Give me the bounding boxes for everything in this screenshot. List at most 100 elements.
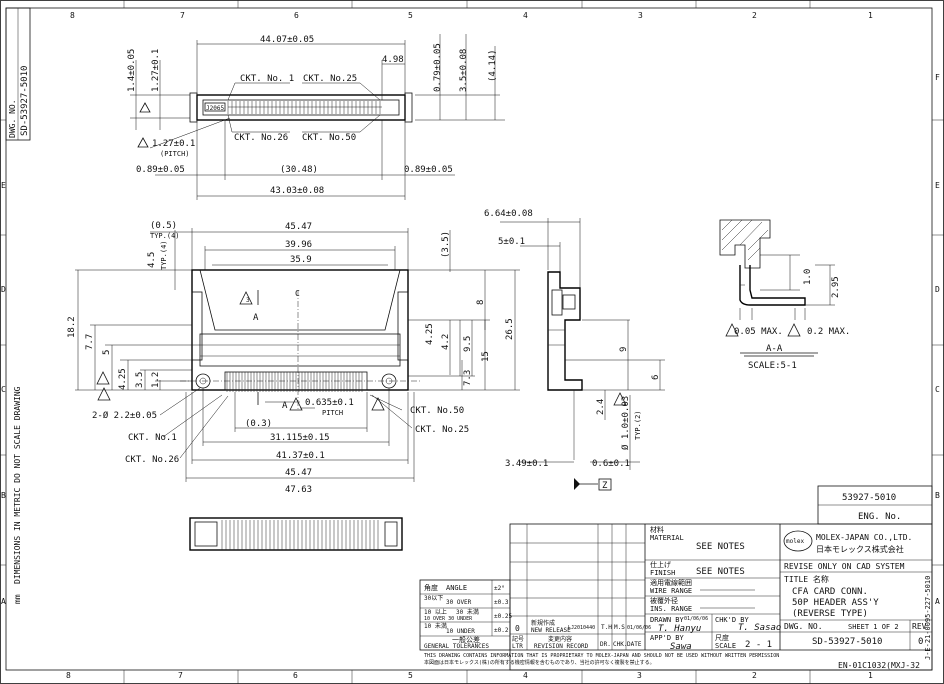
dim-31-115: 31.115±0.15	[270, 433, 330, 443]
datum-z-box	[598, 478, 612, 491]
dim-0-6: 0.6±0.1	[592, 459, 630, 469]
dim-45-47-top: 45.47	[285, 222, 312, 232]
label-ckt1-front: CKT. No.1	[128, 433, 177, 443]
dim-pitch-val: 1.27±0.1	[152, 139, 195, 149]
dim-4-2: 4.2	[441, 334, 451, 350]
dim-47-63: 47.63	[285, 485, 312, 495]
dim-0-3: (0.3)	[245, 419, 272, 429]
section-mark-a2: A	[282, 401, 288, 411]
dim-3-5v: (3.5)	[441, 231, 451, 258]
zone-bot-6: 6	[293, 671, 298, 680]
tb-rec-date: 01/06/06	[627, 625, 651, 631]
side-mm-label: mm	[13, 594, 22, 604]
tb-drawn-date: 01/06/06	[684, 616, 708, 622]
zone-left-E: E	[1, 181, 6, 190]
tb-r3: 10 UNDER	[446, 628, 475, 635]
inner-border	[5, 7, 933, 671]
dim-5: 5	[102, 350, 112, 355]
tb-rec-desc: NEW RELEASE	[531, 627, 571, 634]
dim-hole: 2-Ø 2.2±0.05	[92, 410, 157, 421]
dim-1-0-side: Ø 1.0±0.03	[620, 396, 631, 450]
dim-6-side: 6	[651, 375, 661, 380]
dim-pitch-label: (PITCH)	[160, 150, 190, 158]
zone-left-D: D	[1, 285, 6, 294]
top-view	[130, 34, 505, 200]
dim-4-5: 4.5	[147, 252, 157, 268]
label-ckt25-top: CKT. No.25	[303, 74, 357, 84]
dim-41-37: 41.37±0.1	[276, 451, 325, 461]
dim-4-25a: 4.25	[118, 368, 128, 390]
dim-15: 15	[481, 351, 491, 362]
dim-0-89b: 0.89±0.05	[404, 165, 453, 175]
dim-30-48: (30.48)	[280, 165, 318, 175]
tb-angle-jp: 角度	[424, 583, 438, 592]
zone-bot-1: 1	[868, 671, 873, 680]
section-a-a	[719, 219, 835, 357]
tb-rec-ck: M.S	[614, 624, 625, 631]
bottom-view	[189, 517, 403, 551]
zone-right-C: C	[935, 385, 940, 394]
tb-sheet: SHEET 1 OF 2	[848, 623, 899, 631]
tb-footer-2: 本図面は日本モレックス(株)の所有する機密情報を含むものであり、当社の許可なく複…	[424, 659, 655, 666]
zone-right-E: E	[935, 181, 940, 190]
dim-sec-1-0: 1.0	[803, 269, 813, 285]
zone-right-A: A	[935, 597, 940, 606]
dim-pitch-front: PITCH	[322, 409, 343, 417]
dim-43-03: 43.03±0.08	[270, 186, 324, 196]
dim-5-side: 5±0.1	[498, 237, 525, 247]
tb-r3-jp: 10 未満	[424, 622, 447, 630]
dim-7-7: 7.7	[85, 334, 95, 350]
tb-title-1: CFA CARD CONN.	[792, 587, 868, 597]
tb-scale-label: SCALE	[715, 642, 736, 650]
zone-top-2: 2	[752, 11, 757, 20]
tb-company-jp: 日本モレックス株式会社	[816, 544, 904, 554]
front-view	[75, 228, 520, 482]
flag-sec-1	[725, 323, 739, 337]
section-scale: SCALE:5-1	[748, 361, 797, 371]
tb-col-date: DATE	[627, 641, 642, 648]
tb-wire: WIRE RANGE	[650, 587, 692, 595]
label-ckt26-top: CKT. No.26	[234, 133, 288, 143]
tb-rec-desc-jp: 新規作成	[531, 619, 555, 627]
centerline-mark: C	[295, 289, 300, 298]
flag-front-4	[289, 397, 303, 411]
tb-rec-code: LJ2010440	[568, 625, 595, 631]
tb-rev: 0	[918, 637, 923, 647]
zone-right-F: F	[935, 73, 940, 82]
tb-drawn-name: T. Hanyu	[658, 624, 701, 634]
label-ckt50-front: CKT. No.50	[410, 406, 464, 416]
flag-top-2	[137, 137, 149, 148]
dim-6-64: 6.64±0.08	[484, 209, 533, 219]
dim-4-98: 4.98	[382, 55, 404, 65]
tb-angle-tol: ±2°	[494, 585, 505, 592]
tb-r1-tol: ±0.3	[494, 599, 509, 606]
tb-title-3: (REVERSE TYPE)	[792, 609, 868, 619]
side-dwg-number: SD-53927-5010	[20, 66, 30, 136]
tb-title-2: 50P HEADER ASS'Y	[792, 598, 879, 608]
flag-number: 3	[246, 297, 250, 304]
zone-top-6: 6	[294, 11, 299, 20]
tb-material-jp: 材料	[650, 525, 664, 534]
tb-eng-no: ENG. No.	[858, 512, 901, 522]
tb-title-label: TITLE 名称	[784, 574, 829, 584]
tb-r2-c: 10 OVER 30 UNDER	[424, 616, 473, 622]
tb-ins: INS. RANGE	[650, 605, 692, 613]
side-right-code: J-E-21-0095-227-5010	[924, 576, 932, 660]
flag-front-1	[239, 291, 253, 305]
zone-top-4: 4	[523, 11, 528, 20]
dim-4-14: (4.14)	[488, 49, 498, 82]
section-title: A-A	[766, 344, 783, 354]
dim-0-89a: 0.89±0.05	[136, 165, 185, 175]
tb-material-val: SEE NOTES	[696, 542, 745, 552]
dim-3-5: 3.5±0.08	[459, 49, 469, 92]
zone-top-1: 1	[868, 11, 873, 20]
zone-top-7: 7	[180, 11, 185, 20]
tb-r2-b: 30 未満	[456, 608, 479, 616]
zone-bot-4: 4	[523, 671, 528, 680]
tb-revise: REVISE ONLY ON CAD SYSTEM	[784, 562, 905, 571]
dim-typ2: TYP.(2)	[634, 410, 642, 440]
tb-apprd-name: Sawa	[670, 642, 692, 652]
tb-finish-val: SEE NOTES	[696, 567, 745, 577]
dim-sec-0-2: 0.2 MAX.	[807, 327, 850, 337]
